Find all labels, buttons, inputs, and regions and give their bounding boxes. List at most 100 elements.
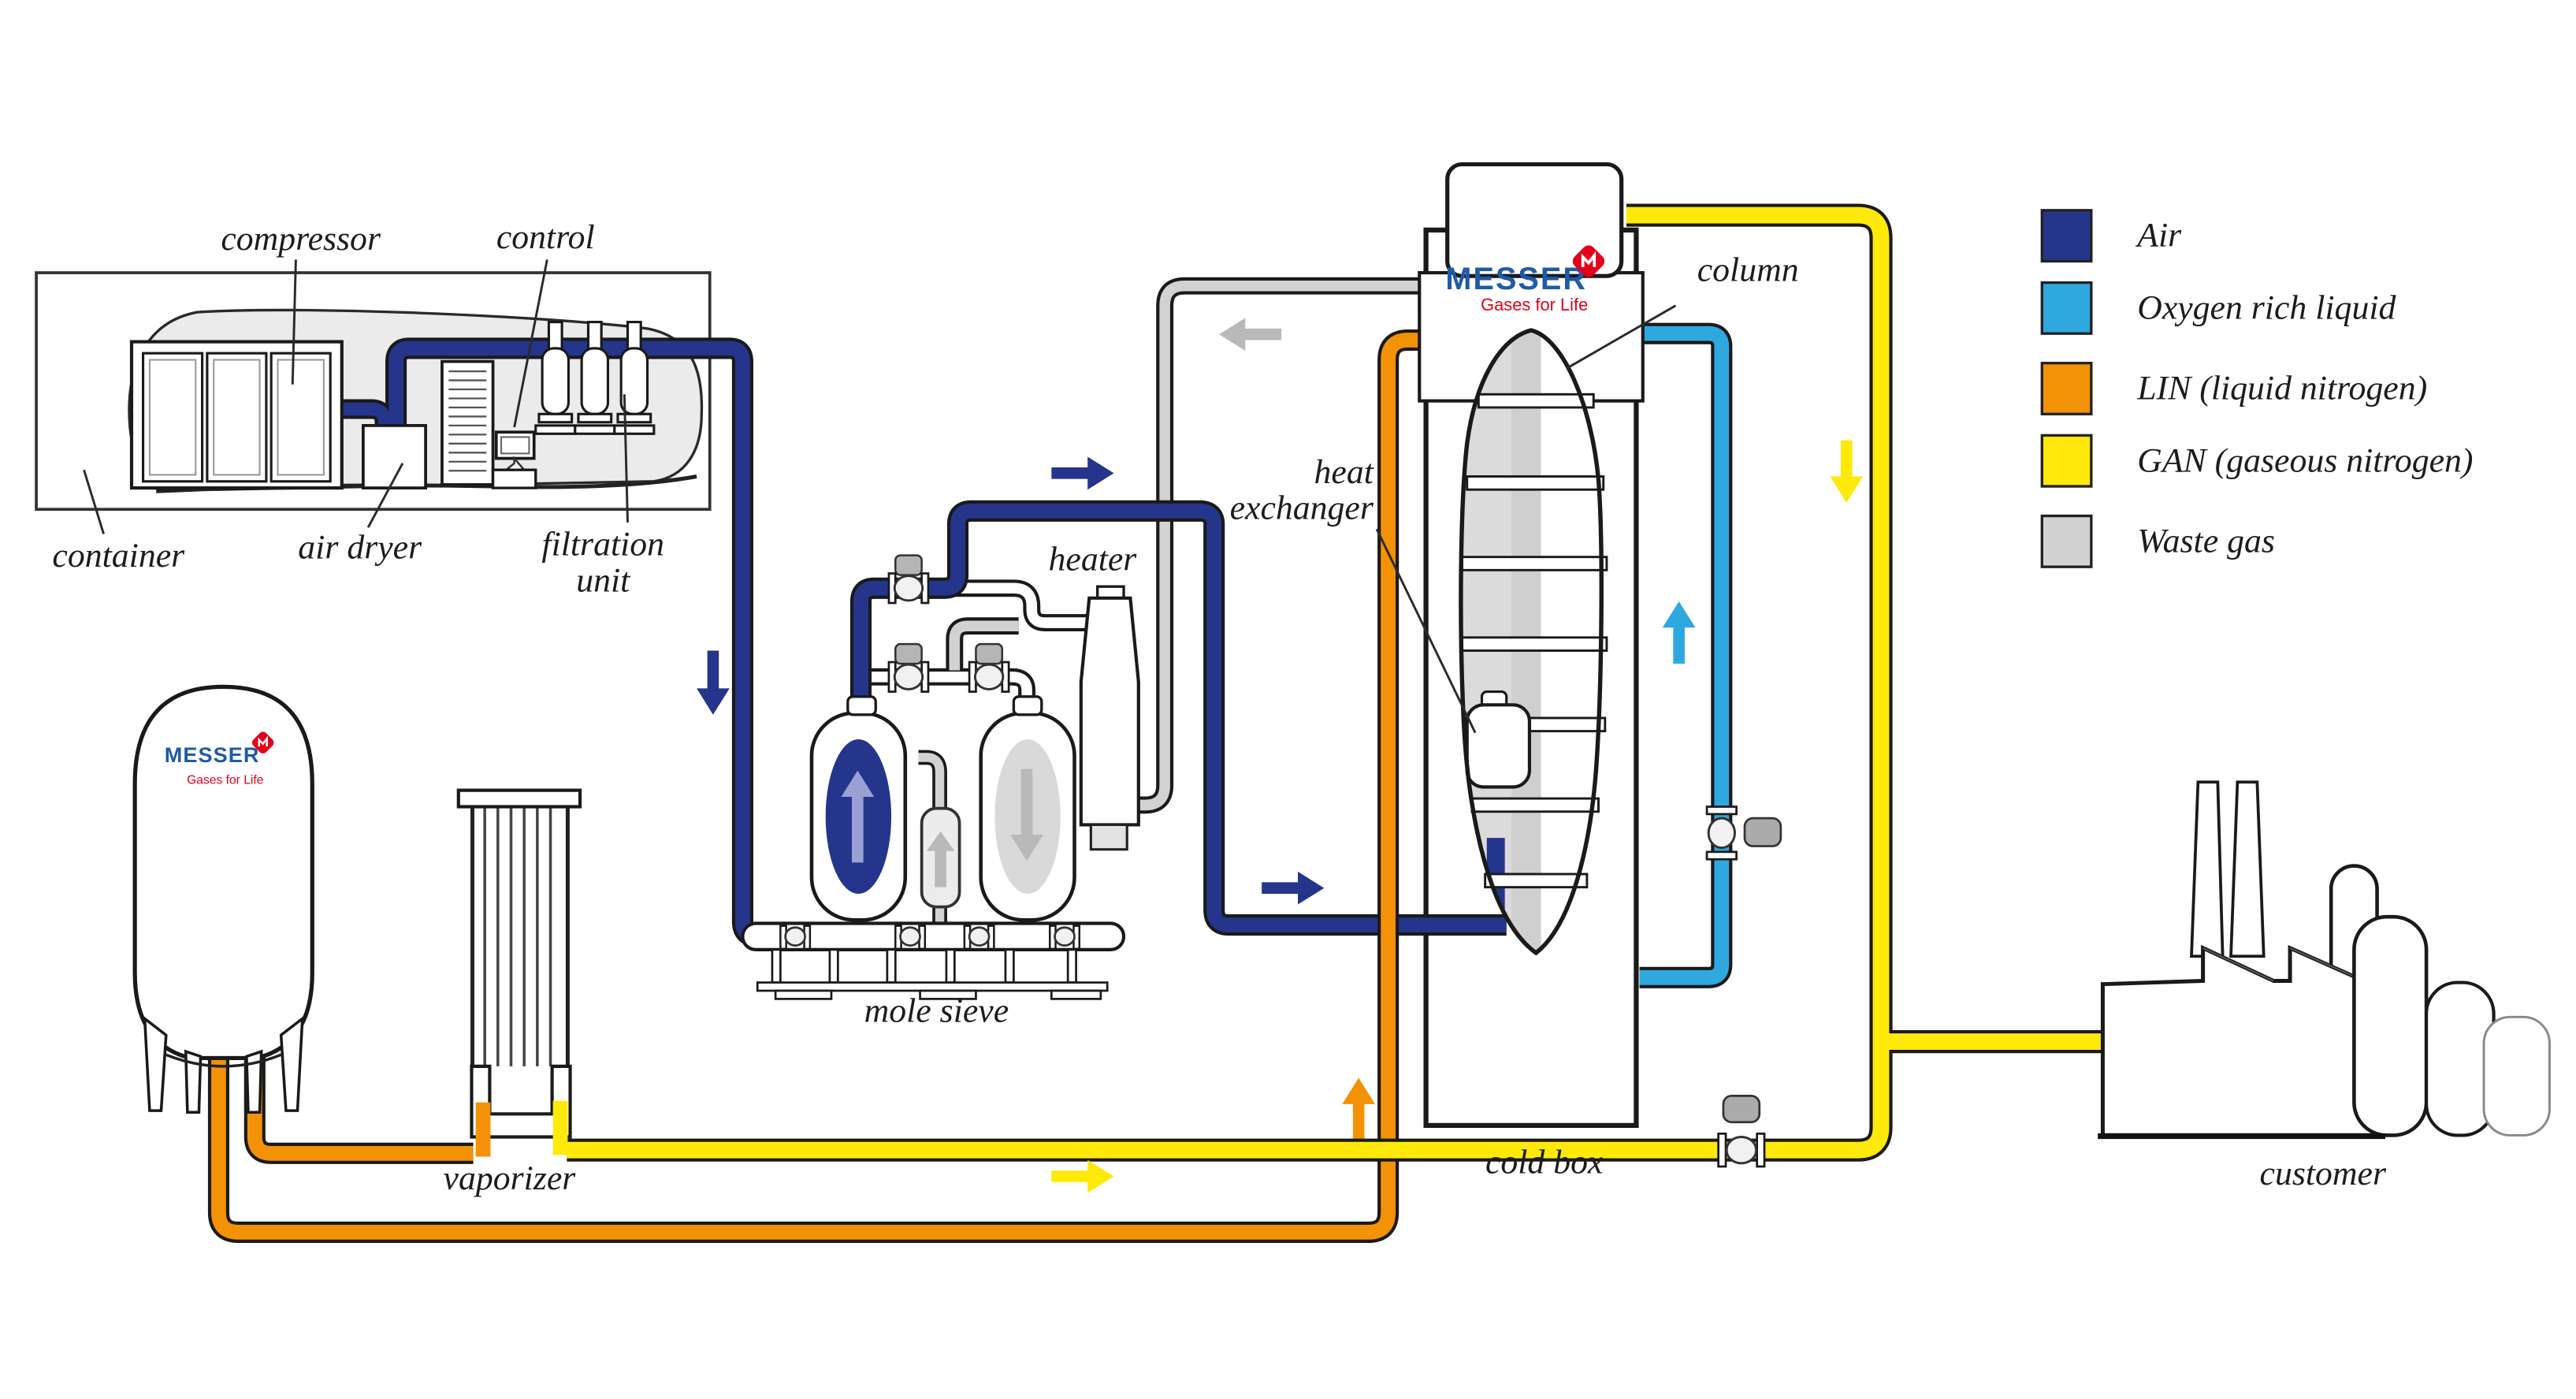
vent-up-arrow [926,831,955,887]
leader-control [513,259,548,428]
legend-label-gan: GAN (gaseous nitrogen) [2137,441,2473,479]
coldbox-logo-name: MESSER [1445,262,1587,296]
vaporizer-top-plate [456,788,582,809]
air-flow-down-arrow [697,650,730,715]
oxygen-line-valve [1705,806,1782,861]
coldbox-logo-tagline: Gases for Life [1481,295,1588,314]
cold-box-logo: MESSER Gases for Life [1445,245,1605,314]
legend-swatch-lin [2040,362,2093,415]
vessel-neck-left [846,695,877,716]
label-heat-exchanger-line1: heat [1314,453,1375,491]
molesieve-manifold [741,921,1126,951]
valve [963,925,995,951]
messer-crest-icon [1572,245,1605,277]
label-filtration-line1: filtration [541,526,664,564]
valve [887,572,930,605]
label-heat-exchanger-line2: exchanger [1230,489,1374,527]
label-filtration-line2: unit [576,561,631,599]
container-equipment [129,321,656,490]
air-flow-right-arrow-upper [1051,456,1114,490]
roof-glass-line [2289,947,2365,982]
adsorb-flow-up-arrow [841,770,875,863]
chimney [2190,780,2225,958]
label-vaporizer: vaporizer [444,1159,577,1197]
gan-line-valve [1717,1095,1766,1168]
leader-heat-exchanger [1375,528,1477,734]
leader-air-dryer [366,463,404,528]
tank-logo-tagline: Gases for Life [187,773,263,787]
messer-crest-icon [252,731,274,753]
factory-building [2100,944,2381,1137]
gan-pipe-main [567,207,1890,1159]
tank-logo-name: MESSER [165,742,260,767]
leader-filtration-unit [623,394,629,523]
storage-silo-back [2482,1015,2551,1137]
valve [894,925,927,951]
customer-site [2098,780,2551,1140]
molesieve-manifold-valves [779,925,1081,951]
label-compressor: compressor [221,220,381,258]
compressor-to-dryer-pipe [336,402,392,431]
compressor-unit [129,340,344,490]
lin-piping [207,329,1433,1243]
label-column: column [1697,251,1799,288]
valve-actuator-cap [1743,817,1782,847]
label-control: control [496,218,595,256]
waste-gas-flow-left-arrow [1218,318,1282,352]
lin-vaporizer-inlet [475,1102,491,1157]
molesieve-legs [756,948,1109,1000]
vaporizer-body [470,806,571,1066]
roof-glass-line [2202,947,2274,982]
air-flow-right-arrow-lower [1262,871,1325,905]
label-container: container [52,537,185,575]
label-customer: customer [2260,1155,2387,1192]
valve-actuator-cap [975,642,1004,665]
vaporizer-fins [483,806,552,1066]
vaporizer [456,788,582,1139]
tank-legs [143,1015,304,1114]
annotations: compressor control container air dryer f… [52,218,2387,1197]
mole-sieve-unit [741,554,1126,1000]
legend-label-oxygen-rich-liquid: Oxygen rich liquid [2137,288,2396,326]
label-air-dryer: air dryer [298,529,422,567]
gan-piping [552,203,2109,1193]
heater-base [1089,823,1128,851]
label-cold-box: cold box [1485,1143,1604,1181]
legend-label-waste-gas: Waste gas [2137,522,2275,560]
legend-label-air: Air [2135,217,2182,255]
regen-pipe-to-heater [954,582,1088,628]
leader-compressor [291,259,297,385]
leader-container [83,469,105,534]
gan-vaporizer-outlet [552,1100,568,1155]
air-dryer-unit [362,424,427,489]
lin-pipe-tank-to-vaporizer [247,1032,474,1161]
control-desk [491,468,537,489]
valve [1048,925,1081,951]
label-heater: heater [1049,540,1138,578]
vaporizer-base-manifold [470,1064,572,1139]
valve-row-2-pipe [865,672,1032,707]
legend-swatch-gan [2040,433,2093,488]
legend-swatch-oxygen-rich-liquid [2040,281,2093,335]
leader-column [1567,304,1677,370]
legend-label-lin: LIN (liquid nitrogen) [2136,370,2427,407]
oxygen-rich-piping [1639,322,1782,988]
vessel-neck-right [1012,695,1043,716]
valve-actuator-cap [894,554,923,576]
oxygen-rich-pipe [1639,326,1730,985]
heater-vessel [1079,596,1140,827]
valve [968,660,1010,693]
filtration-unit [534,321,656,435]
waste-gas-pipe [1127,280,1431,811]
regen-flow-down-arrow [1010,768,1043,861]
valve [887,660,930,693]
valve-actuator-cap [894,642,923,665]
tank-bottom-edge [165,1053,282,1068]
lin-pipe-coldbox-to-tank [211,333,1433,1240]
regen-pipe-link [949,620,1019,671]
lin-storage-tank: MESSER Gases for Life [132,684,314,1114]
lin-flow-up-arrow [1342,1077,1375,1140]
column-outline [1459,328,1604,956]
gan-flow-right-arrow [1051,1159,1114,1193]
